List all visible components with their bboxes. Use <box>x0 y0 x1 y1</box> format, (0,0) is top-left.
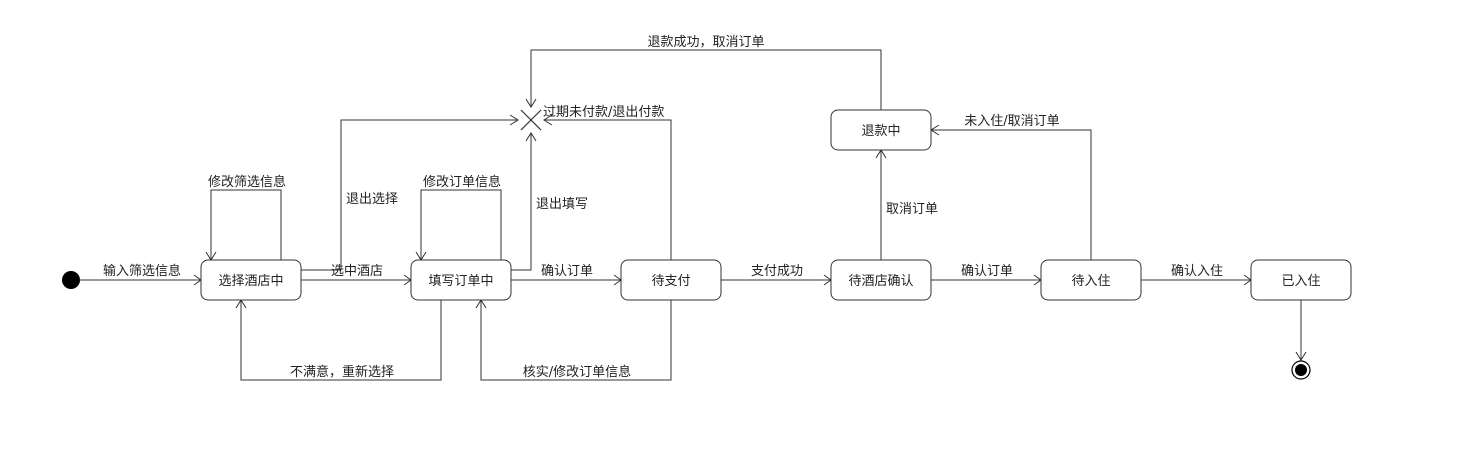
transition-edges <box>80 49 1307 381</box>
state-label: 填写订单中 <box>428 274 493 289</box>
edge-expired-exit-payment <box>544 119 672 260</box>
label-pay-success: 支付成功 <box>751 264 803 279</box>
label-modify-order: 修改订单信息 <box>423 174 501 190</box>
edge-modify-filter <box>210 189 282 260</box>
label-confirm-order-2: 确认订单 <box>961 264 1013 279</box>
state-filling-order[interactable]: 填写订单中 <box>410 259 512 301</box>
edge-exit-selection <box>301 119 518 271</box>
state-label: 待酒店确认 <box>848 274 913 289</box>
label-confirm-order-1: 确认订单 <box>541 264 593 279</box>
state-checked-in[interactable]: 已入住 <box>1250 259 1352 301</box>
label-no-checkin-cancel: 未入住/取消订单 <box>964 114 1059 129</box>
edge-exit-filling <box>511 133 532 271</box>
final-state <box>1291 360 1311 380</box>
label-input-filter: 输入筛选信息 <box>103 263 181 279</box>
termination-cross <box>520 109 542 131</box>
label-verify-modify-order: 核实/修改订单信息 <box>523 364 631 380</box>
edge-unsatisfied-reselect <box>240 300 442 381</box>
state-pending-hotel-confirm[interactable]: 待酒店确认 <box>830 259 932 301</box>
state-label: 已入住 <box>1281 274 1320 289</box>
initial-state <box>62 271 80 289</box>
label-exit-selection: 退出选择 <box>346 192 398 207</box>
label-confirm-checkin: 确认入住 <box>1171 264 1223 279</box>
state-selecting-hotel[interactable]: 选择酒店中 <box>200 259 302 301</box>
state-label: 退款中 <box>861 124 900 139</box>
edge-verify-modify-order <box>480 300 672 381</box>
state-pending-checkin[interactable]: 待入住 <box>1040 259 1142 301</box>
label-exit-filling: 退出填写 <box>536 197 588 212</box>
edge-no-checkin-cancel <box>931 129 1092 260</box>
edge-refund-cancel <box>530 49 882 110</box>
label-refund-cancel: 退款成功，取消订单 <box>647 35 764 50</box>
state-refunding[interactable]: 退款中 <box>830 109 932 151</box>
transition-labels: 输入筛选信息 修改筛选信息 选中酒店 退出选择 修改订单信息 退出填写 确认订单… <box>103 35 1223 380</box>
label-select-hotel: 选中酒店 <box>331 264 383 279</box>
label-cancel-order: 取消订单 <box>886 202 938 217</box>
state-label: 待支付 <box>651 274 690 289</box>
state-pending-payment[interactable]: 待支付 <box>620 259 722 301</box>
label-expired-exit-payment: 过期未付款/退出付款 <box>543 105 664 120</box>
label-unsatisfied-reselect: 不满意，重新选择 <box>290 364 394 380</box>
state-label: 待入住 <box>1071 274 1110 289</box>
state-label: 选择酒店中 <box>218 274 283 289</box>
label-modify-filter: 修改筛选信息 <box>208 174 286 190</box>
edge-modify-order <box>420 189 502 260</box>
